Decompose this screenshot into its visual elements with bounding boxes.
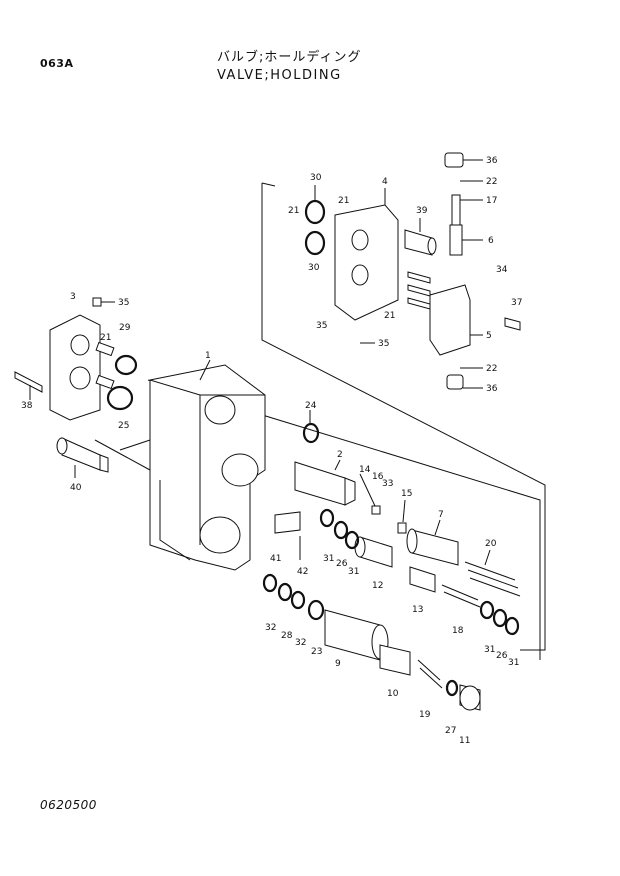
callout-15: 15 <box>401 489 412 499</box>
callout-23: 23 <box>311 647 322 657</box>
callout-31: 31 <box>508 658 519 668</box>
callout-20: 20 <box>485 539 497 549</box>
callout-38: 38 <box>21 401 33 411</box>
callout-33: 33 <box>382 479 393 489</box>
document-number: 0620500 <box>40 798 97 812</box>
callout-30: 30 <box>308 263 320 273</box>
callout-32: 32 <box>265 623 276 633</box>
assembly-boundary-lines <box>147 182 546 660</box>
callout-29: 29 <box>119 323 131 333</box>
left-cover-part <box>14 297 138 421</box>
callout-26: 26 <box>496 651 508 661</box>
callout-31: 31 <box>484 645 495 655</box>
callout-14: 14 <box>359 465 371 475</box>
callout-13: 13 <box>412 605 423 615</box>
callout-31: 31 <box>348 567 359 577</box>
spool-assembly-parts <box>94 422 521 711</box>
upper-cover-part <box>304 199 437 321</box>
callout-34: 34 <box>496 265 508 275</box>
callout-35: 35 <box>118 298 129 308</box>
callout-3: 3 <box>70 292 76 302</box>
title-japanese: バルブ;ホールディング <box>217 50 362 65</box>
callout-7: 7 <box>438 510 444 520</box>
callout-25: 25 <box>118 421 129 431</box>
callout-39: 39 <box>416 206 428 216</box>
callout-22: 22 <box>486 177 497 187</box>
callout-37: 37 <box>511 298 522 308</box>
page-code: 063A <box>40 57 74 70</box>
callout-19: 19 <box>419 710 431 720</box>
callout-21: 21 <box>384 311 395 321</box>
callout-41: 41 <box>270 554 281 564</box>
callout-36: 36 <box>486 384 498 394</box>
callout-42: 42 <box>297 567 308 577</box>
callout-31: 31 <box>323 554 334 564</box>
callout-21: 21 <box>288 206 299 216</box>
callout-17: 17 <box>486 196 497 206</box>
callout-28: 28 <box>281 631 293 641</box>
leader-lines <box>29 159 491 566</box>
callout-24: 24 <box>305 401 317 411</box>
callout-labels: 36 22 17 6 34 37 5 22 36 30 4 21 21 39 3… <box>21 156 522 746</box>
callout-1: 1 <box>205 351 211 361</box>
callout-32: 32 <box>295 638 306 648</box>
callout-40: 40 <box>70 483 82 493</box>
callout-26: 26 <box>336 559 348 569</box>
callout-22: 22 <box>486 364 497 374</box>
callout-18: 18 <box>452 626 464 636</box>
callout-10: 10 <box>387 689 399 699</box>
callout-35: 35 <box>316 321 327 331</box>
callout-11: 11 <box>459 736 470 746</box>
callout-5: 5 <box>486 331 492 341</box>
callout-21: 21 <box>100 333 111 343</box>
callout-21: 21 <box>338 196 349 206</box>
callout-36: 36 <box>486 156 498 166</box>
callout-27: 27 <box>445 726 456 736</box>
callout-16: 16 <box>372 472 384 482</box>
callout-2: 2 <box>337 450 343 460</box>
valve-body-part <box>149 364 301 571</box>
title-english: VALVE;HOLDING <box>217 68 342 83</box>
right-block-part <box>407 152 521 390</box>
callout-9: 9 <box>335 659 341 669</box>
callout-30: 30 <box>310 173 322 183</box>
callout-6: 6 <box>488 236 494 246</box>
callout-4: 4 <box>382 177 388 187</box>
plug-part <box>56 437 109 473</box>
callout-35: 35 <box>378 339 389 349</box>
callout-12: 12 <box>372 581 383 591</box>
